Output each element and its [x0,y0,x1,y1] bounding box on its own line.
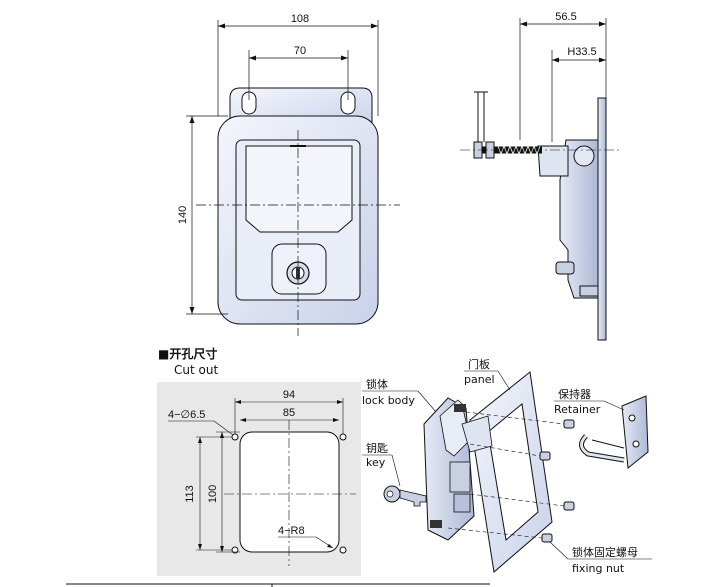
key-label-en: key [366,456,386,469]
retainer-label-en: Retainer [554,403,601,416]
exploded-view: 门板 panel 锁体 lock body 保持器 Retainer 钥匙 ke… [362,357,652,575]
cutout-title-en: Cut out [174,363,218,377]
hole-top-right [339,433,347,441]
side-view: 56.5 H33.5 [460,11,620,341]
cutout-title-cn: ■开孔尺寸 [158,346,217,361]
hole-bottom-right [339,546,347,554]
corner-radius-label: 4−R8 [278,525,305,537]
handle [245,145,353,233]
lock-body-label-en: lock body [362,394,415,407]
cutout-opening [239,431,340,553]
dim-cutout-width-outer: 94 [283,389,295,401]
front-view: 108 70 140 [177,13,400,336]
fixing-nut-2 [539,451,551,461]
key-icon [383,485,427,507]
side-plate [597,97,607,341]
panel-label-cn: 门板 [468,357,490,371]
side-body [559,139,599,299]
nut-label-cn: 锁体固定螺母 [572,545,638,559]
lock-body-label-cn: 锁体 [366,377,388,391]
fixing-nut-3 [563,501,575,511]
dim-height-overall: 140 [177,206,189,224]
cutout-section: ■开孔尺寸 Cut out 94 85 113 100 4− [157,346,361,576]
dim-depth: 56.5 [555,11,576,23]
dim-cutout-height-outer: 113 [184,485,196,503]
dim-width-overall: 108 [291,13,309,25]
dim-cutout-height-inner: 100 [207,485,219,503]
dim-width-inner: 70 [294,45,306,57]
hole-spec-label: 4−∅6.5 [168,409,205,421]
dim-handle-depth: H33.5 [567,46,596,58]
panel-opening [487,403,539,541]
fixing-nut-1 [563,419,575,429]
dim-cutout-width-inner: 85 [283,407,295,419]
retainer-part [579,395,649,469]
retainer-label-cn: 保持器 [558,387,591,401]
fixing-nut-4 [541,533,553,543]
panel-label-en: panel [464,373,495,386]
key-label-cn: 钥匙 [366,441,388,455]
nut-label-en: fixing nut [572,562,625,575]
threaded-rod [497,144,541,156]
